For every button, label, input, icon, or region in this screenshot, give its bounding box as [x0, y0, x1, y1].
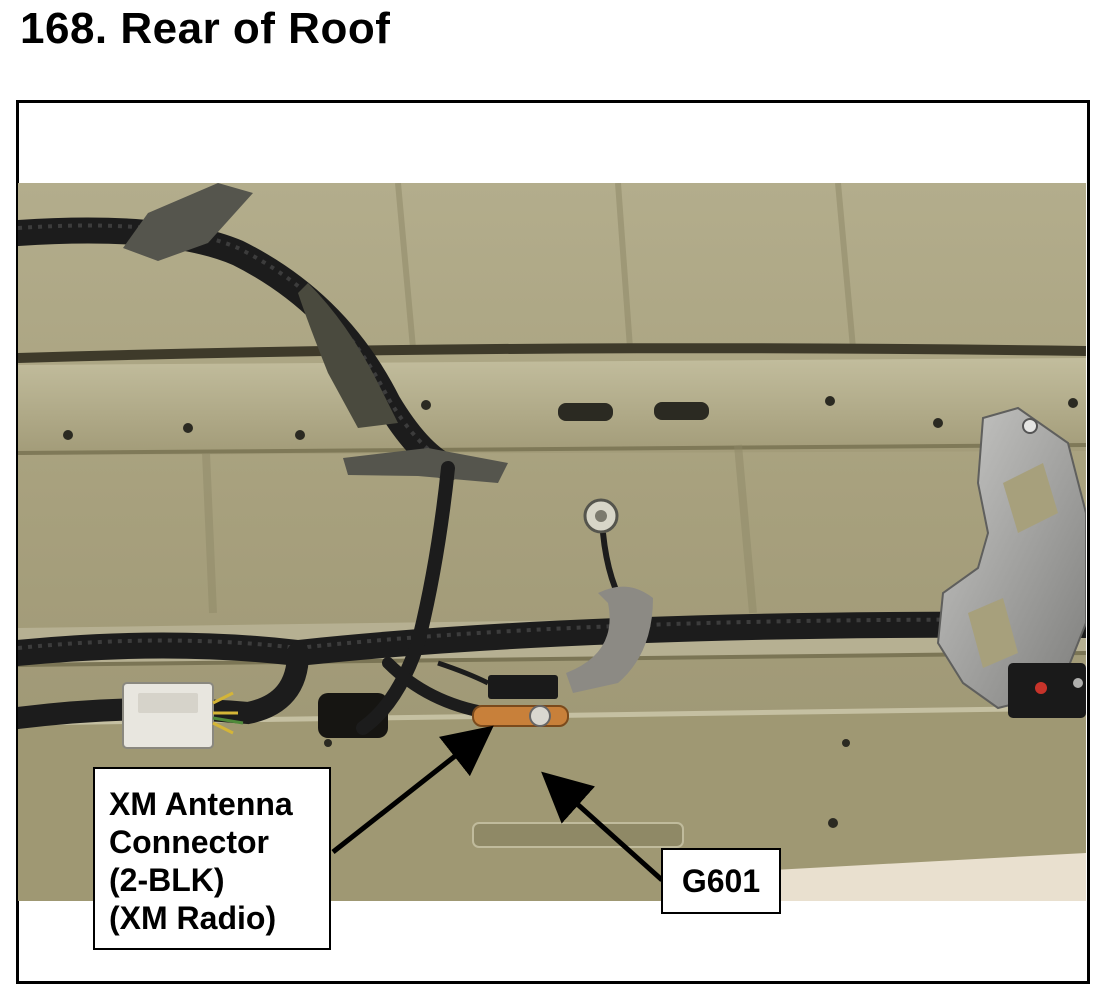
ground-terminal [472, 705, 569, 727]
tape [123, 183, 253, 261]
black-clip [1008, 663, 1086, 718]
panel-rib [734, 444, 757, 614]
beam-hole [933, 418, 943, 428]
callout-line: XM Antenna [109, 786, 293, 822]
bracket-cutout [968, 598, 1018, 668]
beam-hole [825, 396, 835, 406]
lower-ledge-shadow [18, 651, 1086, 667]
callout-line: (XM Radio) [109, 900, 277, 936]
beam-hole [295, 430, 305, 440]
white-connector-latch [138, 693, 198, 713]
ground-bolt [529, 705, 551, 727]
bracket-bolt [1022, 418, 1038, 434]
panel-rib [395, 183, 416, 349]
felt-pad [566, 586, 653, 693]
connector-wires [212, 716, 244, 725]
bracket-cutout [1003, 463, 1058, 533]
panel-rib [615, 183, 633, 349]
white-connector [122, 682, 214, 749]
g601-callout: G601 [661, 848, 781, 914]
main-harness-highlight [18, 617, 1086, 651]
antenna-stud-center [595, 510, 607, 522]
felt-wrap [298, 283, 398, 428]
beam-hole [63, 430, 73, 440]
xm-connector-wire [437, 660, 490, 686]
rail-hole [324, 739, 332, 747]
beam-hole [183, 423, 193, 433]
rail-slot [472, 822, 684, 848]
beam-slot [558, 403, 613, 421]
connector-wires [212, 691, 238, 735]
beam-hole [421, 400, 431, 410]
g601-label: G601 [681, 863, 761, 899]
page-title: 168. Rear of Roof [20, 4, 391, 53]
beam-hole [1068, 398, 1078, 408]
callout-line: (2-BLK) [109, 862, 225, 898]
vertical-harness [356, 461, 455, 735]
beam-slot [654, 402, 709, 420]
harness-branch [18, 642, 309, 729]
panel-rib [202, 452, 217, 614]
rail-hole [842, 739, 850, 747]
xm-connector [488, 675, 558, 699]
xm-antenna-callout: XM Antenna Connector (2-BLK) (XM Radio) [93, 767, 331, 950]
callout-line: Connector [109, 824, 269, 860]
clip-red-dot [1035, 682, 1047, 694]
beam-edge [18, 443, 1086, 455]
panel-seam [18, 343, 1086, 363]
rail-hole [828, 818, 838, 828]
panel-rib [835, 183, 856, 349]
clip-small [1073, 678, 1083, 688]
main-harness [18, 611, 1086, 667]
floor-area [718, 853, 1086, 901]
cross-beam [18, 358, 1086, 455]
tape [343, 448, 508, 483]
